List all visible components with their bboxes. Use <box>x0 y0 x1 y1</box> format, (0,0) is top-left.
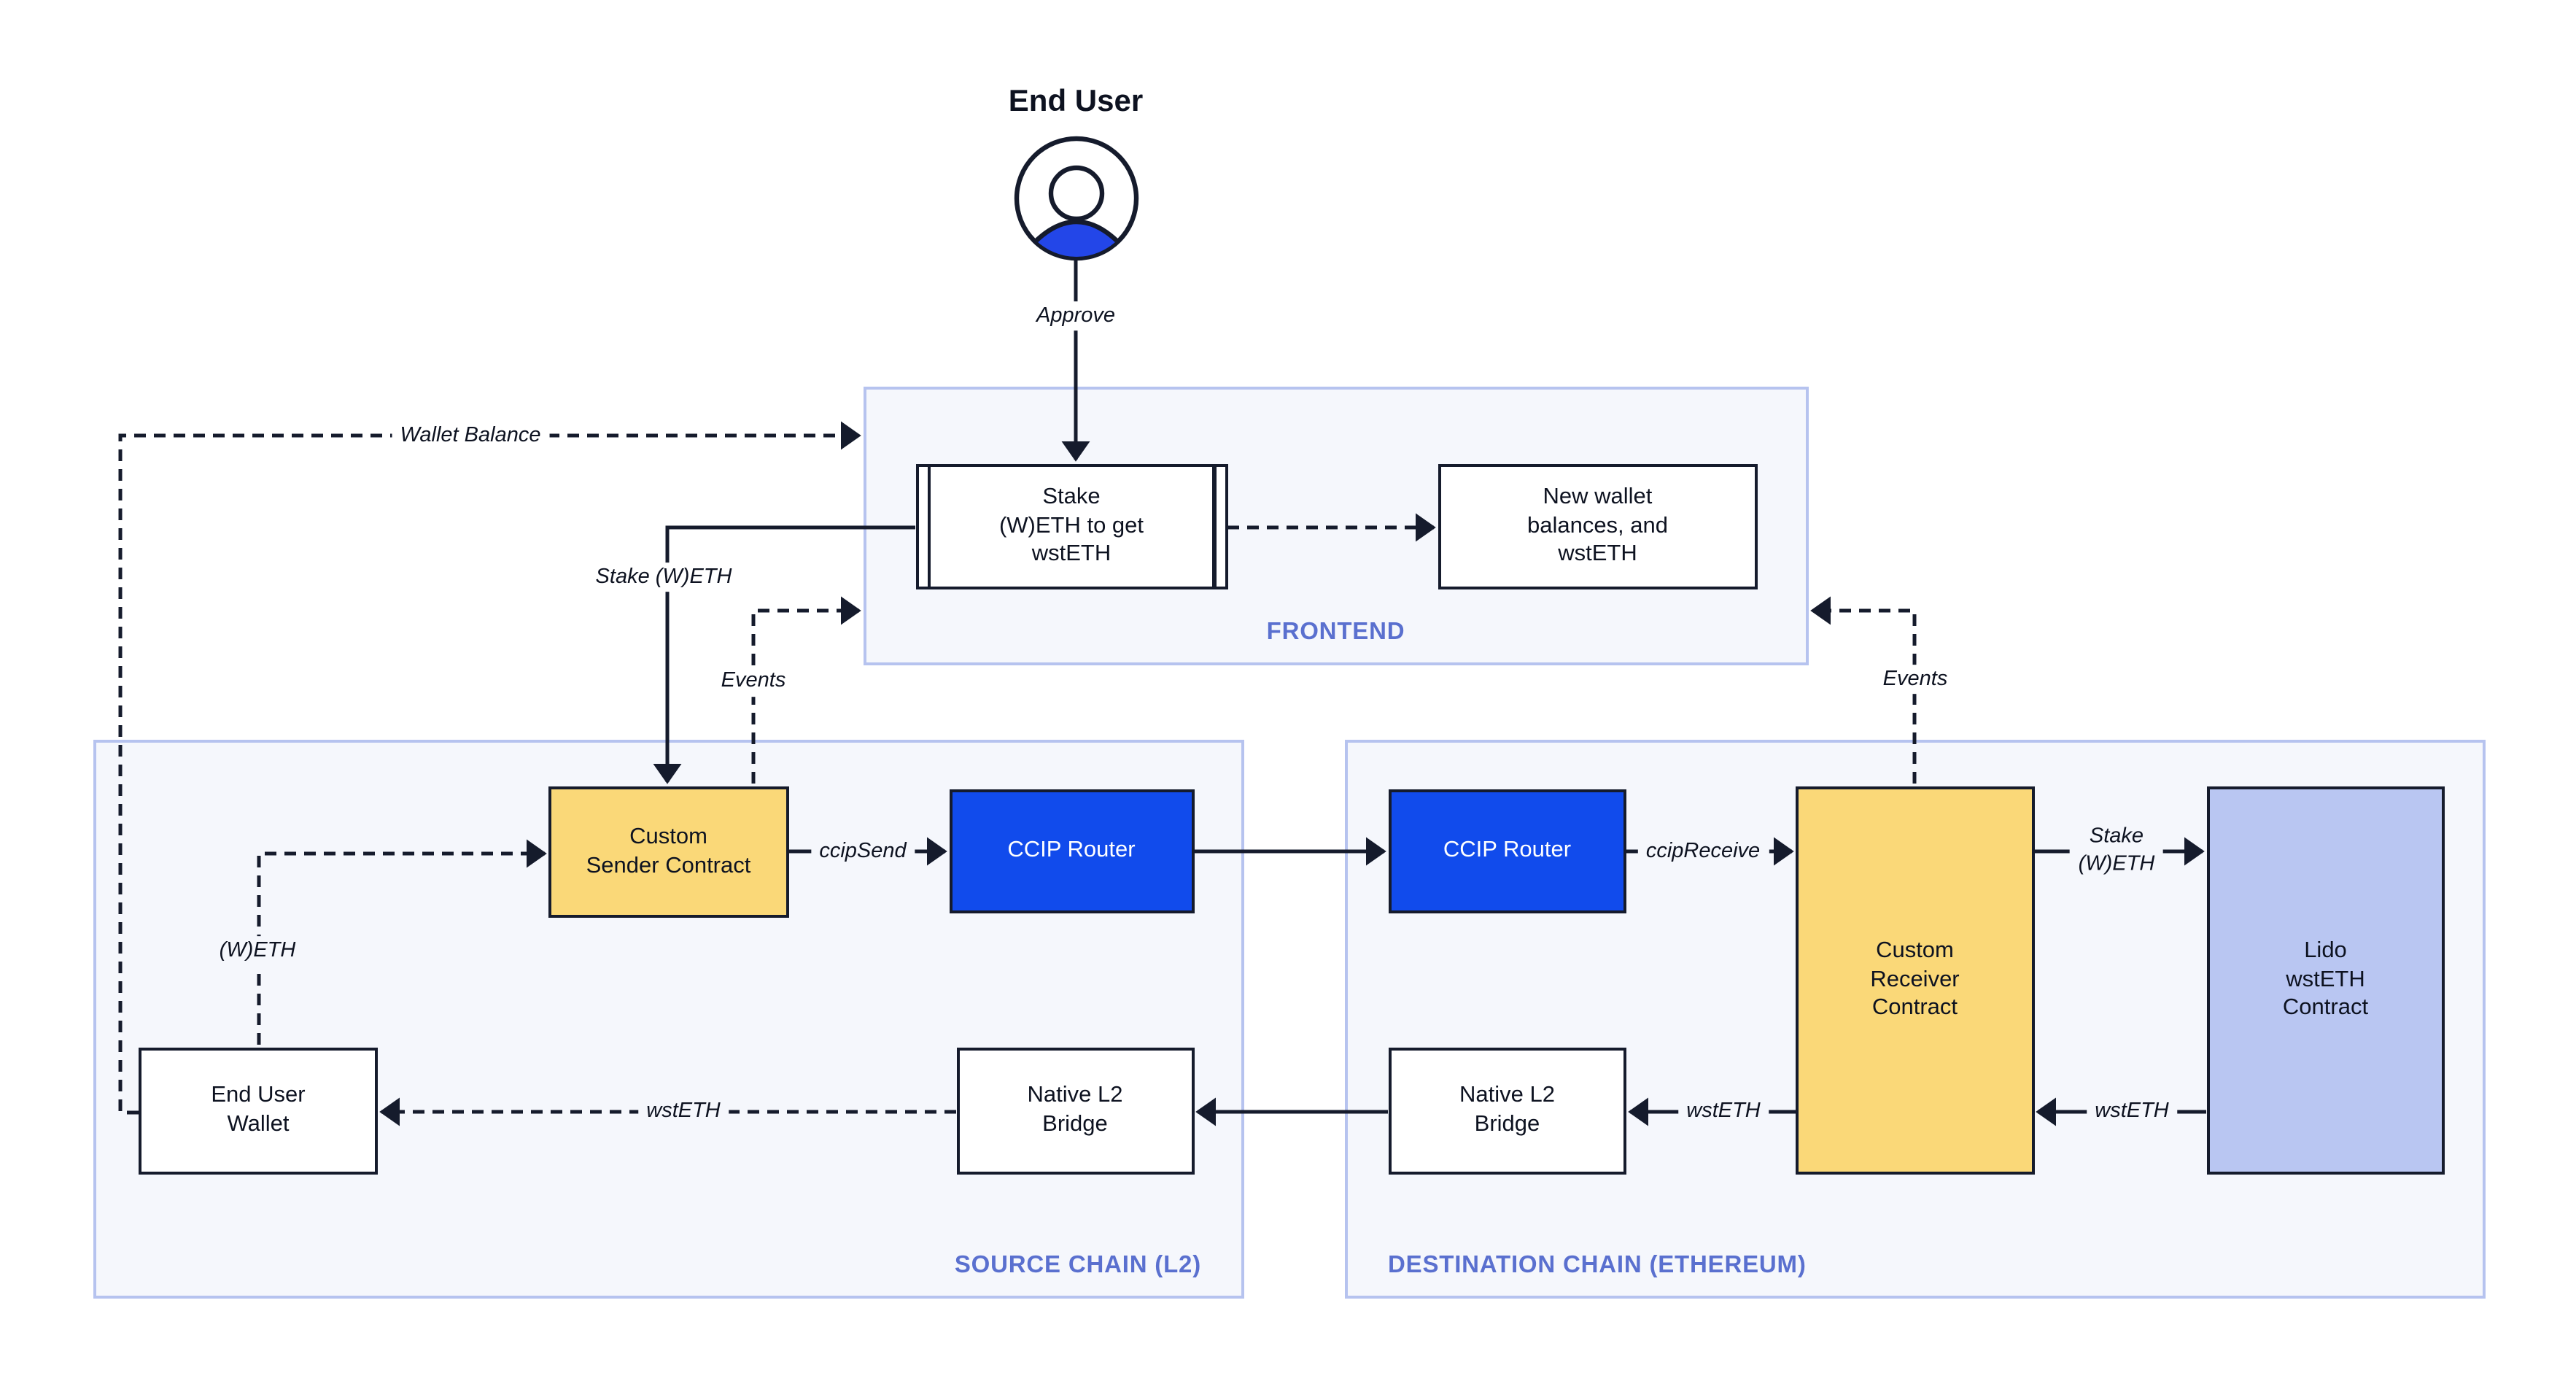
node-label: Native L2 Bridge <box>1459 1083 1555 1137</box>
label-wsteth-from-lido: wstETH <box>2086 1097 2178 1127</box>
node-ccip-router-destination: CCIP Router <box>1388 789 1626 913</box>
label-wsteth-to-bridge: wstETH <box>1677 1097 1769 1127</box>
node-label: Custom Receiver Contract <box>1870 937 1960 1021</box>
node-label: Custom Sender Contract <box>586 824 751 878</box>
node-label: CCIP Router <box>1007 838 1136 863</box>
subroutine-line-left <box>927 466 931 586</box>
label-weth: (W)ETH <box>210 936 305 967</box>
label-wsteth-to-wallet: wstETH <box>637 1097 729 1127</box>
node-ccip-router-source: CCIP Router <box>949 789 1194 913</box>
node-label: CCIP Router <box>1443 838 1572 863</box>
subroutine-line-right <box>1212 466 1216 586</box>
node-stake-action: Stake (W)ETH to get wstETH <box>915 463 1227 589</box>
end-user-title: End User <box>1008 85 1144 118</box>
label-events-destination: Events <box>1874 664 1957 695</box>
node-lido-wsteth-contract: Lido wstETH Contract <box>2206 786 2445 1174</box>
edge-events-source <box>751 596 861 784</box>
frontend-label: FRONTEND <box>1266 619 1405 645</box>
label-ccipreceive: ccipReceive <box>1637 837 1769 867</box>
label-events-source: Events <box>712 666 795 697</box>
node-label: Lido wstETH Contract <box>2282 937 2369 1021</box>
node-new-wallet: New wallet balances, and wstETH <box>1438 463 1758 589</box>
node-label: Stake (W)ETH to get wstETH <box>998 484 1144 567</box>
edge-wallet-balance <box>118 421 861 1115</box>
label-wallet-balance: Wallet Balance <box>391 420 550 451</box>
edge-events-destination <box>1810 596 1917 784</box>
node-label: Native L2 Bridge <box>1027 1083 1123 1137</box>
node-custom-sender-contract: Custom Sender Contract <box>548 786 788 917</box>
node-label: End User Wallet <box>211 1083 306 1137</box>
source-chain-label: SOURCE CHAIN (L2) <box>954 1252 1201 1278</box>
node-label: New wallet balances, and wstETH <box>1526 484 1669 567</box>
node-custom-receiver-contract: Custom Receiver Contract <box>1796 786 2034 1174</box>
label-stake-weth-destination: Stake (W)ETH <box>2069 821 2164 880</box>
label-stake-weth: Stake (W)ETH <box>586 562 741 592</box>
label-approve: Approve <box>1027 301 1125 331</box>
end-user-icon <box>1013 136 1138 261</box>
node-end-user-wallet: End User Wallet <box>139 1047 378 1174</box>
node-native-bridge-source: Native L2 Bridge <box>956 1047 1194 1174</box>
label-ccipsend: ccipSend <box>810 837 915 867</box>
edge-weth-to-sender <box>257 839 547 1045</box>
destination-chain-label: DESTINATION CHAIN (ETHEREUM) <box>1388 1252 1807 1278</box>
edge-stake-to-sender <box>653 525 915 784</box>
node-native-bridge-destination: Native L2 Bridge <box>1388 1047 1626 1174</box>
